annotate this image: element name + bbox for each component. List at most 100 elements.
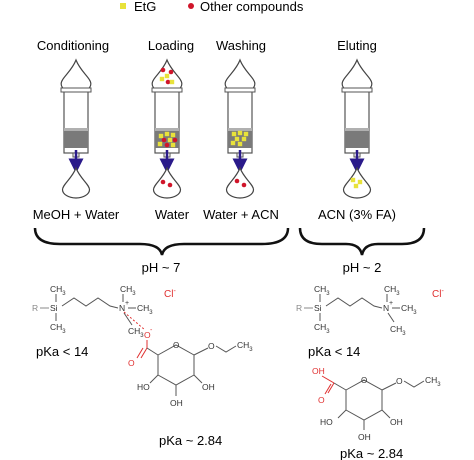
sorbent-bed xyxy=(345,130,369,148)
etg-particle xyxy=(169,79,175,85)
other-compound-particle xyxy=(168,69,174,75)
svg-text:CH3: CH3 xyxy=(425,375,441,388)
n-atom: N xyxy=(119,303,125,313)
ph-left: pH ~ 7 xyxy=(142,260,181,275)
svg-text:CH3: CH3 xyxy=(128,326,144,339)
si-atom: Si xyxy=(50,303,58,313)
svg-text:O: O xyxy=(173,341,179,350)
other-compound-particle xyxy=(167,182,173,188)
svg-text:CH3: CH3 xyxy=(314,284,330,297)
cartridge-eluting xyxy=(341,58,373,199)
droplet-bottom-loading xyxy=(152,166,182,199)
step-label-conditioning: Conditioning xyxy=(37,38,109,53)
n-plus: + xyxy=(125,300,129,307)
frit xyxy=(228,128,252,131)
etg-particle xyxy=(237,130,243,136)
frit xyxy=(155,128,179,131)
svg-text:CH3: CH3 xyxy=(137,303,153,316)
svg-text:HO: HO xyxy=(137,382,150,392)
other-compound-particle xyxy=(234,178,240,184)
svg-text:CH3: CH3 xyxy=(401,303,417,316)
other-compound-particle xyxy=(172,137,178,143)
svg-text:Si: Si xyxy=(314,303,322,313)
droplet-bottom-conditioning xyxy=(61,166,91,199)
svg-text:O: O xyxy=(361,376,367,385)
sorbent-structure-right: R Si CH3 CH3 N + CH3 CH3 CH3 Cl- xyxy=(296,284,444,337)
legend-etg-label: EtG xyxy=(134,0,156,14)
svg-text:-: - xyxy=(150,327,153,334)
svg-text:CH3: CH3 xyxy=(50,322,66,335)
solvent-conditioning: MeOH + Water xyxy=(33,207,120,222)
frit xyxy=(345,128,369,131)
other-compound-particle xyxy=(165,79,171,85)
step-label-washing: Washing xyxy=(216,38,266,53)
svg-text:O: O xyxy=(396,376,403,386)
etg-particle xyxy=(357,179,363,185)
etg-particle xyxy=(170,142,176,148)
sorbent-structure-left: R Si CH3 CH3 N + CH3 CH3 CH3 Cl- xyxy=(32,284,176,339)
etg-structure-left: O - O O O CH3 HO OH OH xyxy=(123,311,253,408)
legend-etg-swatch xyxy=(120,3,126,9)
barrel-flange xyxy=(224,87,256,93)
etg-particle xyxy=(164,73,170,79)
etg-particle xyxy=(230,140,236,146)
etg-particle xyxy=(167,137,173,143)
barrel-flange xyxy=(151,87,183,93)
svg-text:+: + xyxy=(389,300,393,307)
svg-text:OH: OH xyxy=(312,366,325,376)
other-compound-particle xyxy=(160,179,166,185)
cartridge-washing xyxy=(224,58,256,199)
frit xyxy=(64,128,88,131)
brace-left xyxy=(33,227,290,256)
chloride: Cl- xyxy=(164,288,176,300)
svg-text:OH: OH xyxy=(170,398,183,408)
svg-text:CH3: CH3 xyxy=(390,324,406,337)
etg-particle xyxy=(158,133,164,139)
svg-text:O: O xyxy=(144,330,151,340)
svg-text:N: N xyxy=(383,303,389,313)
etg-particle xyxy=(157,141,163,147)
pka-etg-left: pKa ~ 2.84 xyxy=(159,433,222,448)
barrel-flange xyxy=(341,87,373,93)
etg-particle xyxy=(353,183,359,189)
solvent-loading: Water xyxy=(155,207,190,222)
r-group: R xyxy=(32,303,38,313)
barrel-flange xyxy=(60,87,92,93)
pka-sorbent-left: pKa < 14 xyxy=(36,344,88,359)
svg-text:O: O xyxy=(318,395,325,405)
sorbent-bed xyxy=(64,130,88,148)
etg-structure-right: OH O O O CH3 HO OH OH xyxy=(312,366,441,442)
droplet-bottom-eluting xyxy=(342,166,372,199)
svg-text:O: O xyxy=(208,341,215,351)
etg-particle xyxy=(241,136,247,142)
cartridge-conditioning xyxy=(60,58,92,199)
svg-text:Cl-: Cl- xyxy=(432,288,444,300)
etg-particle xyxy=(159,76,165,82)
etg-particle xyxy=(237,141,243,147)
svg-text:CH3: CH3 xyxy=(314,322,330,335)
etg-particle xyxy=(350,177,356,183)
pka-etg-right: pKa ~ 2.84 xyxy=(340,446,403,460)
svg-text:CH3: CH3 xyxy=(384,284,400,297)
solvent-eluting: ACN (3% FA) xyxy=(318,207,396,222)
step-label-eluting: Eluting xyxy=(337,38,377,53)
svg-text:OH: OH xyxy=(390,417,403,427)
brace-right xyxy=(298,227,426,256)
legend: EtG Other compounds xyxy=(120,0,304,14)
svg-text:HO: HO xyxy=(320,417,333,427)
other-compound-particle xyxy=(164,142,170,148)
svg-text:CH3: CH3 xyxy=(50,284,66,297)
step-label-loading: Loading xyxy=(148,38,194,53)
svg-text:CH3: CH3 xyxy=(237,340,253,353)
etg-particle xyxy=(170,132,176,138)
other-compound-particle xyxy=(161,137,167,143)
droplet-bottom-washing xyxy=(225,166,255,199)
etg-particle xyxy=(243,131,249,137)
other-compound-particle xyxy=(241,182,247,188)
other-compound-particle xyxy=(160,67,166,73)
etg-particle xyxy=(234,136,240,142)
solvent-washing: Water + ACN xyxy=(203,207,279,222)
pka-sorbent-right: pKa < 14 xyxy=(308,344,360,359)
svg-text:OH: OH xyxy=(358,432,371,442)
